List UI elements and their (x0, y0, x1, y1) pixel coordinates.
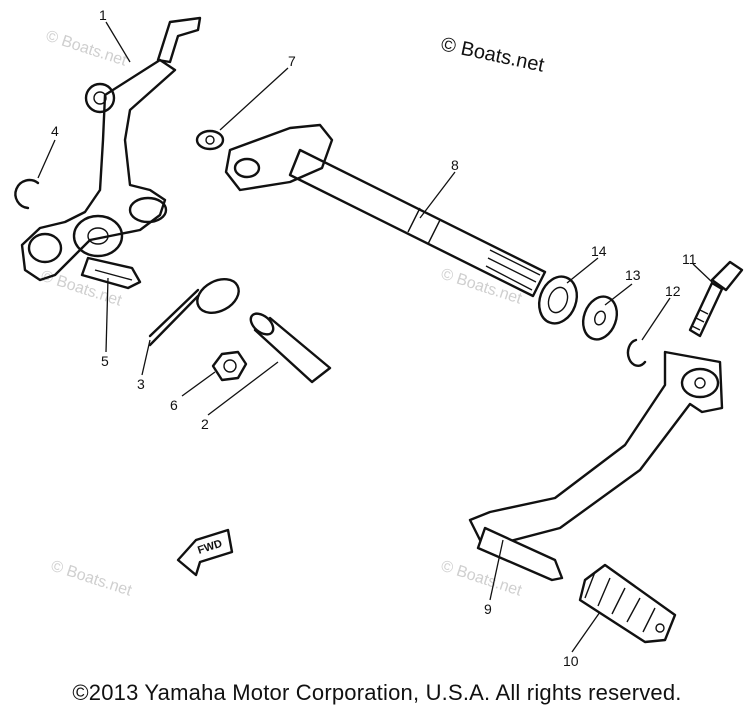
part-2-collar (249, 312, 332, 384)
watermark-3: © Boats.net (439, 266, 525, 308)
part-14-oil-seal (537, 275, 579, 325)
callout-8: 8 (451, 157, 459, 173)
part-11-bolt (688, 260, 744, 338)
callout-10: 10 (563, 653, 579, 669)
callout-7: 7 (288, 53, 296, 69)
part-12-circlip (626, 338, 647, 367)
watermark-4: © Boats.net (49, 558, 135, 600)
callout-11: 11 (682, 251, 697, 267)
callout-4: 4 (51, 123, 59, 139)
callout-2: 2 (201, 416, 209, 432)
boats-net-watermark: © Boats.net (439, 33, 547, 76)
callout-1: 1 (99, 7, 107, 23)
callout-13: 13 (625, 267, 641, 283)
part-1-shift-arm (20, 16, 202, 282)
callout-12: 12 (665, 283, 681, 299)
part-10-pedal-rubber (578, 563, 677, 644)
callouts: 1 2 3 4 5 6 7 8 9 10 11 12 13 14 (37, 7, 713, 669)
part-4-circlip (14, 178, 40, 210)
callout-5: 5 (101, 353, 109, 369)
part-6-nut (211, 350, 248, 382)
part-9-shift-pedal (468, 350, 724, 582)
watermark-1: © Boats.net (44, 28, 130, 70)
callout-9: 9 (484, 601, 492, 617)
callout-6: 6 (170, 397, 178, 413)
watermark-5: © Boats.net (439, 558, 525, 600)
part-7-washer (195, 129, 225, 151)
part-3-spring (148, 278, 240, 347)
copyright-notice: ©2013 Yamaha Motor Corporation, U.S.A. A… (72, 680, 682, 705)
part-13-washer (581, 295, 619, 341)
callout-14: 14 (591, 243, 607, 259)
part-5-pin (80, 256, 142, 290)
callout-3: 3 (137, 376, 145, 392)
fwd-arrow: FWD (176, 528, 234, 577)
part-8-shift-shaft (224, 123, 547, 298)
